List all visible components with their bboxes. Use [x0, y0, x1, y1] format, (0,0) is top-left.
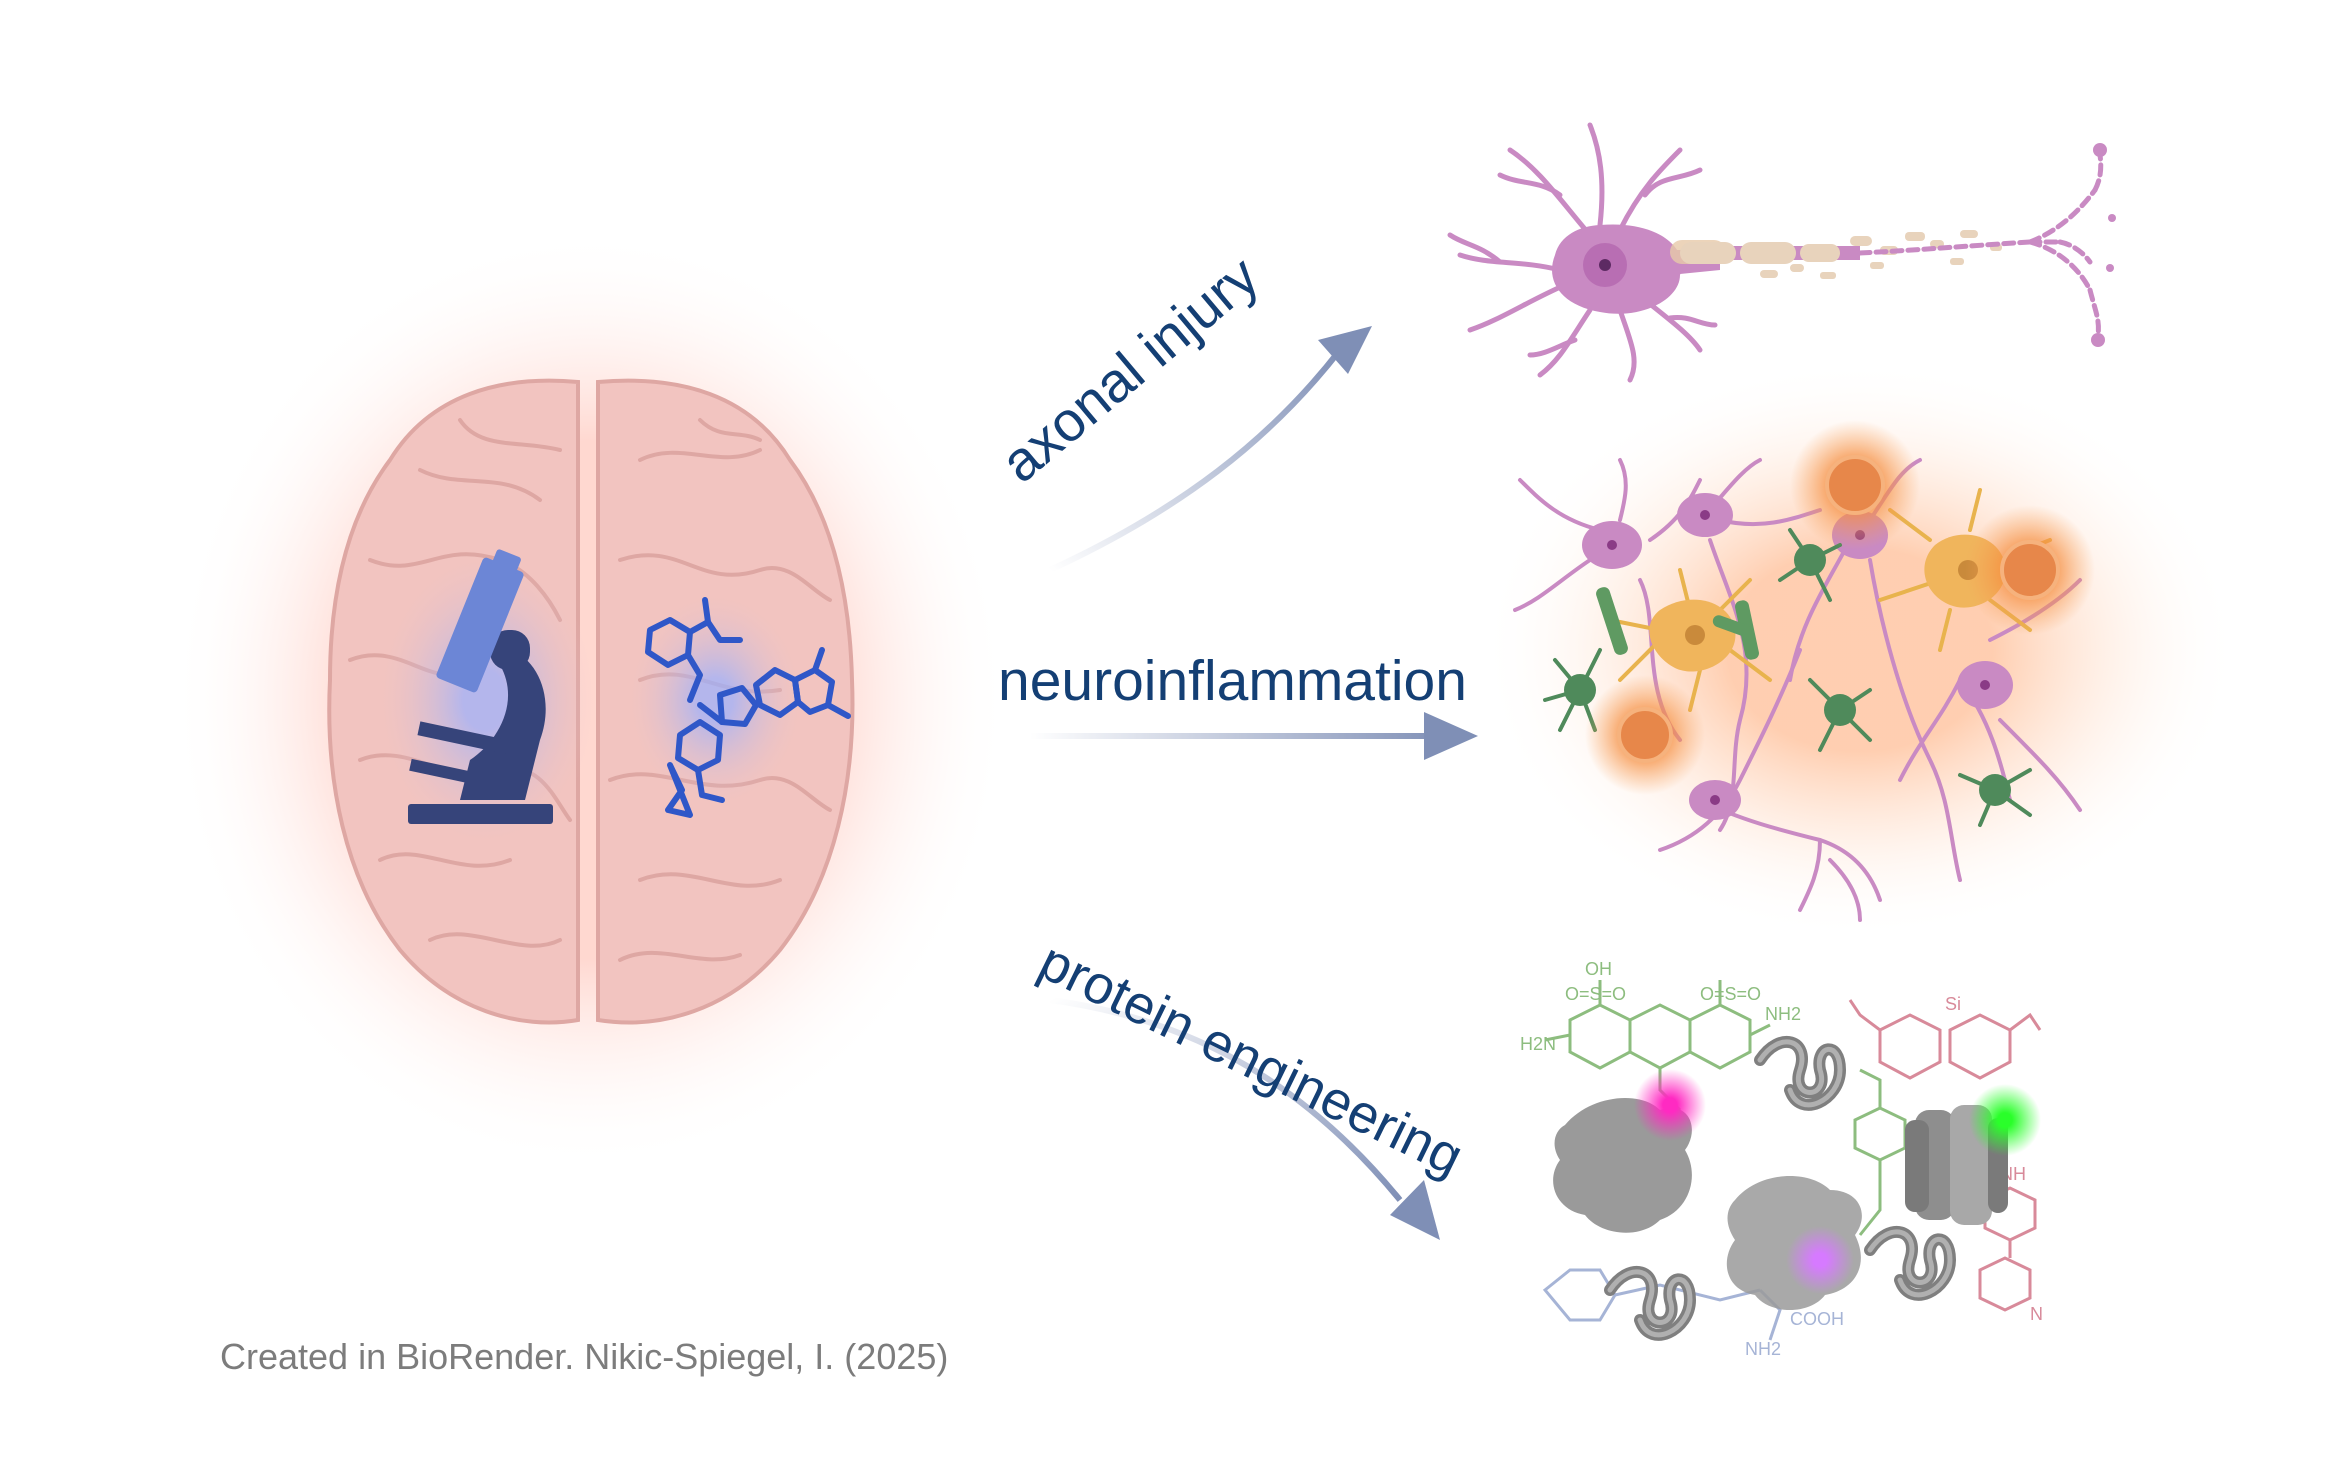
chem-labels: OH O=S=O O=S=O H2N NH2 NH2 COOH Si NH N — [1520, 959, 2043, 1359]
myelin-segments — [1596, 587, 1759, 660]
chem-so3-right: O=S=O — [1700, 984, 1761, 1004]
arrow-protein-engineering — [1049, 997, 1440, 1240]
protein-engineering-illustration: OH O=S=O O=S=O H2N NH2 NH2 COOH Si NH N — [1520, 959, 2043, 1359]
arrow-axonal-injury — [1048, 326, 1372, 573]
label-neuroinflammation: neuroinflammation — [998, 649, 1467, 713]
fluorescent-label-green — [1969, 1084, 2041, 1156]
brain-illustration — [170, 230, 1010, 1170]
neuroinflammation-cluster — [1480, 360, 2240, 940]
chem-si: Si — [1945, 994, 1961, 1014]
chem-cooh: COOH — [1790, 1309, 1844, 1329]
inflammation-glow — [1480, 360, 2240, 940]
chem-oh: OH — [1585, 959, 1612, 979]
credit-text: Created in BioRender. Nikic-Spiegel, I. … — [220, 1336, 949, 1377]
chem-nh2-bottom: NH2 — [1745, 1339, 1781, 1359]
arrow-neuroinflammation — [1030, 712, 1478, 760]
molecule-icon — [645, 597, 851, 818]
fluorescent-label-pink — [1634, 1069, 1706, 1141]
inflammatory-cells — [1585, 420, 2095, 795]
microglia — [1564, 544, 2011, 806]
injured-neuron — [1447, 122, 2116, 383]
microscope-icon — [408, 549, 553, 824]
chem-h2n: H2N — [1520, 1034, 1556, 1054]
chem-n: N — [2030, 1304, 2043, 1324]
chem-nh2: NH2 — [1765, 1004, 1801, 1024]
fluorophore-structure-pink — [1848, 999, 2042, 1312]
chem-so3-left: O=S=O — [1565, 984, 1626, 1004]
fluorescent-label-violet — [1786, 1226, 1854, 1294]
molecule-glow — [625, 590, 805, 810]
